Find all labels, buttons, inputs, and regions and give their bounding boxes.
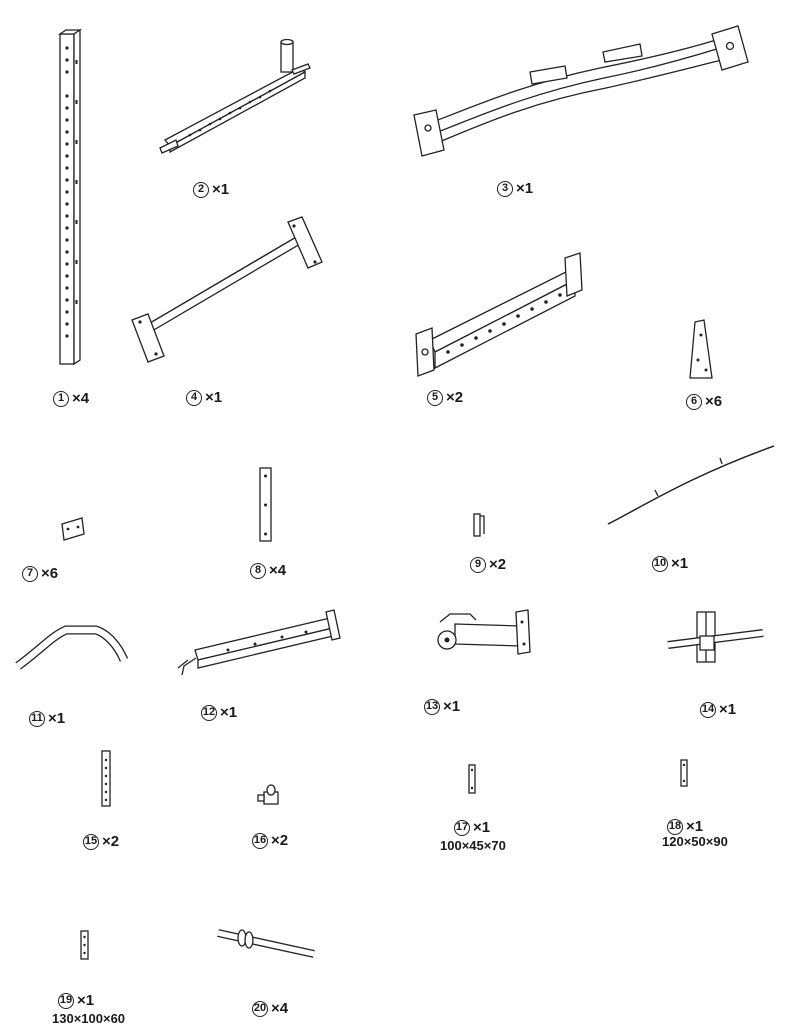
part-quantity: ×1 <box>48 710 66 727</box>
part-4-bar-with-end-plates <box>131 216 323 363</box>
part-12-arm-with-hook <box>177 609 341 676</box>
part-number-badge: 13 <box>424 698 440 715</box>
part-17-plate <box>468 764 476 794</box>
part-number-badge: 4 <box>186 389 202 406</box>
part-quantity: ×1 <box>443 698 461 715</box>
part-quantity: ×6 <box>41 565 59 582</box>
part-number-badge: 18 <box>667 818 683 835</box>
part-15-perforated-strip <box>101 750 111 807</box>
part-number-badge: 5 <box>427 389 443 406</box>
part-quantity: ×1 <box>77 992 95 1009</box>
part-3-curved-crossbar <box>413 25 749 157</box>
part-quantity: ×1 <box>473 819 491 836</box>
part-16-label: 16×2 <box>252 832 288 849</box>
part-10-curved-bar <box>607 445 775 525</box>
part-7-small-plate <box>61 517 85 541</box>
part-12-label: 12×1 <box>201 704 237 721</box>
part-14-sleeve-with-pin <box>667 611 764 663</box>
part-number-badge: 20 <box>252 1000 268 1017</box>
part-14-label: 14×1 <box>700 701 736 718</box>
part-1-upright-post <box>57 28 83 366</box>
part-9-label: 9×2 <box>470 556 506 573</box>
part-number-badge: 3 <box>497 180 513 197</box>
part-18-plate <box>680 759 688 787</box>
part-13-label: 13×1 <box>424 698 460 715</box>
part-quantity: ×2 <box>489 556 507 573</box>
part-quantity: ×1 <box>205 389 223 406</box>
part-number-badge: 10 <box>652 555 668 572</box>
part-number-badge: 9 <box>470 556 486 573</box>
part-quantity: ×4 <box>269 562 287 579</box>
part-quantity: ×1 <box>671 555 689 572</box>
part-quantity: ×2 <box>271 832 289 849</box>
part-2-label: 2×1 <box>193 181 229 198</box>
part-9-hook-bracket <box>473 513 485 537</box>
part-number-badge: 1 <box>53 390 69 407</box>
part-18-dimensions: 120×50×90 <box>662 834 728 849</box>
part-quantity: ×1 <box>220 704 238 721</box>
part-1-label: 1×4 <box>53 390 89 407</box>
part-number-badge: 16 <box>252 832 268 849</box>
part-quantity: ×4 <box>72 390 90 407</box>
part-number-badge: 11 <box>29 710 45 727</box>
part-6-label: 6×6 <box>686 393 722 410</box>
part-number-badge: 6 <box>686 393 702 410</box>
part-quantity: ×2 <box>102 833 120 850</box>
part-number-badge: 2 <box>193 181 209 198</box>
part-number-badge: 15 <box>83 833 99 850</box>
part-quantity: ×1 <box>516 180 534 197</box>
part-19-label: 19×1 <box>58 992 94 1009</box>
part-15-label: 15×2 <box>83 833 119 850</box>
part-quantity: ×1 <box>686 818 704 835</box>
part-13-pulley-bracket <box>437 609 531 655</box>
part-20-pin <box>217 929 315 958</box>
part-number-badge: 19 <box>58 992 74 1009</box>
part-6-gusset-plate <box>689 319 713 379</box>
part-8-flat-bar <box>259 467 272 542</box>
part-quantity: ×4 <box>271 1000 289 1017</box>
part-2-base-with-post <box>159 38 311 154</box>
part-4-label: 4×1 <box>186 389 222 406</box>
part-11-bent-handle <box>15 625 129 670</box>
part-19-dimensions: 130×100×60 <box>52 1011 126 1026</box>
part-19-plate <box>80 930 89 960</box>
part-number-badge: 7 <box>22 565 38 582</box>
part-quantity: ×1 <box>212 181 230 198</box>
part-11-label: 11×1 <box>29 710 65 727</box>
part-3-label: 3×1 <box>497 180 533 197</box>
part-number-badge: 12 <box>201 704 217 721</box>
part-5-label: 5×2 <box>427 389 463 406</box>
part-17-label: 17×1 <box>454 819 490 836</box>
part-16-pin-knob <box>257 784 279 805</box>
part-10-label: 10×1 <box>652 555 688 572</box>
part-quantity: ×1 <box>719 701 737 718</box>
part-7-label: 7×6 <box>22 565 58 582</box>
part-number-badge: 17 <box>454 819 470 836</box>
part-number-badge: 14 <box>700 701 716 718</box>
part-quantity: ×6 <box>705 393 723 410</box>
part-5-cross-member <box>415 252 583 377</box>
part-20-label: 20×4 <box>252 1000 288 1017</box>
part-quantity: ×2 <box>446 389 464 406</box>
part-18-label: 18×1 <box>667 818 703 835</box>
part-8-label: 8×4 <box>250 562 286 579</box>
part-number-badge: 8 <box>250 562 266 579</box>
part-17-dimensions: 100×45×70 <box>440 838 506 853</box>
